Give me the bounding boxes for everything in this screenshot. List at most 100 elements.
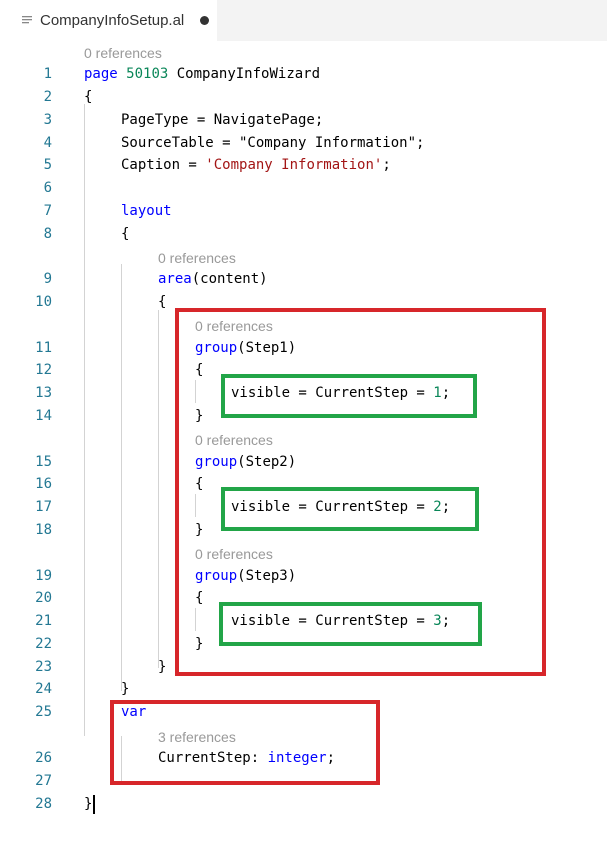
keyword: page (84, 66, 118, 82)
code-editor[interactable]: 1 2 3 4 5 6 7 8 9 10 11 12 13 14 15 16 1… (0, 41, 607, 849)
code-text: Caption = (121, 157, 206, 173)
codelens-references[interactable]: 0 references (195, 432, 273, 448)
number-literal: 2 (433, 499, 442, 515)
tab-title: CompanyInfoSetup.al (40, 12, 185, 29)
keyword: group (195, 568, 238, 584)
code-line: group(Step2) (195, 454, 296, 470)
code-line: visible = CurrentStep = 2; (231, 499, 450, 515)
code-line: } (84, 796, 93, 812)
string-literal: 'Company Information' (205, 157, 383, 173)
code-line: group(Step3) (195, 568, 296, 584)
line-number: 7 (43, 203, 52, 219)
line-number: 2 (43, 89, 52, 105)
line-number: 4 (43, 135, 52, 151)
keyword: area (158, 271, 192, 287)
line-number: 1 (43, 66, 52, 82)
code-text: ; (382, 157, 391, 173)
tab-bar: CompanyInfoSetup.al (0, 0, 607, 41)
unsaved-dot-icon[interactable] (200, 16, 209, 25)
line-number: 9 (43, 271, 52, 287)
code-line: { (195, 362, 204, 378)
line-number: 14 (35, 408, 52, 424)
editor-tab[interactable]: CompanyInfoSetup.al (0, 0, 217, 41)
line-number: 17 (35, 499, 52, 515)
code-text: visible = CurrentStep = (231, 385, 434, 401)
code-line: layout (121, 203, 172, 219)
line-number: 16 (35, 476, 52, 492)
code-line: visible = CurrentStep = 1; (231, 385, 450, 401)
line-number: 20 (35, 590, 52, 606)
var-highlight-box (110, 700, 380, 785)
line-number: 13 (35, 385, 52, 401)
code-line: } (121, 681, 130, 697)
indent-guide (195, 608, 196, 631)
codelens-references[interactable]: 0 references (84, 45, 162, 61)
code-line: group(Step1) (195, 340, 296, 356)
line-number: 10 (35, 294, 52, 310)
code-line: CurrentStep: integer; (158, 750, 335, 766)
line-number: 26 (35, 750, 52, 766)
code-text: ; (441, 385, 451, 401)
codelens-references[interactable]: 0 references (195, 546, 273, 562)
code-line: page 50103 CompanyInfoWizard (84, 66, 320, 82)
code-text: CurrentStep: (158, 750, 268, 766)
line-number: 11 (35, 340, 52, 356)
number-literal: 1 (433, 385, 442, 401)
line-number: 21 (35, 613, 52, 629)
code-line: { (84, 89, 93, 105)
type-keyword: integer (267, 750, 327, 766)
codelens-references[interactable]: 3 references (158, 729, 236, 745)
line-number: 23 (35, 659, 52, 675)
code-text: (content) (191, 271, 268, 287)
code-line: { (121, 226, 130, 242)
codelens-references[interactable]: 0 references (195, 318, 273, 334)
code-text: ; (326, 750, 336, 766)
indent-guide (195, 494, 196, 517)
object-name: CompanyInfoWizard (168, 66, 321, 82)
line-number: 22 (35, 636, 52, 652)
code-text: (Step2) (237, 454, 297, 470)
code-line: } (195, 522, 204, 538)
line-number: 3 (43, 112, 52, 128)
line-number: 28 (35, 796, 52, 812)
codelens-references[interactable]: 0 references (158, 250, 236, 266)
code-text: ; (441, 499, 451, 515)
step3-highlight-box (219, 602, 482, 646)
code-line: { (158, 294, 167, 310)
indent-guide (121, 264, 122, 691)
step1-highlight-box (221, 374, 477, 418)
code-line: Caption = 'Company Information'; (121, 157, 391, 173)
line-number: 5 (43, 157, 52, 173)
code-line: area(content) (158, 271, 268, 287)
keyword: group (195, 454, 238, 470)
code-text: (Step3) (237, 568, 297, 584)
code-line: visible = CurrentStep = 3; (231, 613, 450, 629)
object-id: 50103 (126, 66, 169, 82)
code-line: } (195, 636, 204, 652)
code-text: visible = CurrentStep = (231, 499, 434, 515)
indent-guide (84, 104, 85, 736)
code-text: ; (441, 613, 451, 629)
code-line: { (195, 476, 204, 492)
code-line: var (121, 704, 147, 720)
code-text: visible = CurrentStep = (231, 613, 434, 629)
code-text: (Step1) (237, 340, 297, 356)
line-number: 24 (35, 681, 52, 697)
line-number: 25 (35, 704, 52, 720)
keyword: group (195, 340, 238, 356)
step2-highlight-box (221, 487, 479, 531)
indent-guide (121, 736, 122, 781)
code-line: PageType = NavigatePage; (121, 112, 324, 128)
line-number: 19 (35, 568, 52, 584)
text-cursor (93, 795, 95, 814)
line-number: 8 (43, 226, 52, 242)
line-number: 18 (35, 522, 52, 538)
indent-guide (158, 310, 159, 668)
groups-highlight-box (175, 308, 546, 676)
line-number: 27 (35, 773, 52, 789)
number-literal: 3 (433, 613, 442, 629)
code-line: { (195, 590, 204, 606)
line-number: 6 (43, 180, 52, 196)
code-line: } (195, 408, 204, 424)
indent-guide (195, 380, 196, 403)
